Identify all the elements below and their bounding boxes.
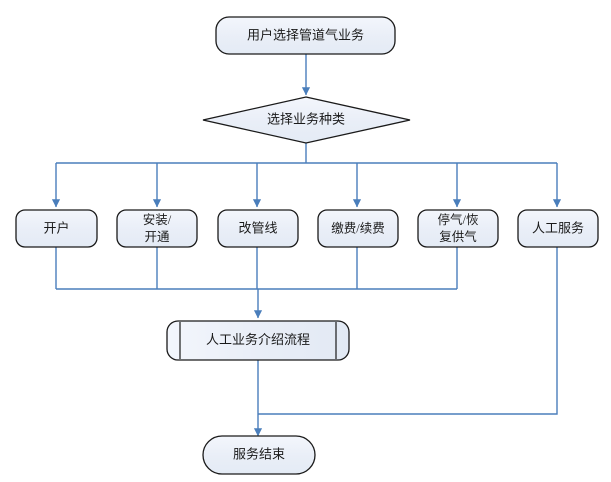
node-option-1-shape (15, 209, 98, 248)
node-option-4-shape (317, 209, 399, 248)
node-decision-label: 选择业务种类 (267, 111, 345, 126)
node-decision[interactable]: 选择业务种类 (202, 96, 411, 144)
node-option-4-label: 缴费/续费 (331, 220, 384, 235)
node-decision-shape (202, 96, 411, 144)
node-subprocess[interactable]: 人工业务介绍流程 (166, 320, 350, 361)
node-subprocess-shape (166, 320, 350, 361)
node-subprocess-label: 人工业务介绍流程 (206, 332, 310, 347)
node-option-6-shape (517, 209, 599, 248)
node-option-2-label-line2: 开通 (144, 230, 170, 244)
node-option-5-label-line2: 复供气 (439, 229, 477, 244)
node-end-label: 服务结束 (233, 446, 285, 461)
node-option-3-label: 改管线 (238, 220, 277, 235)
node-option-4[interactable]: 缴费/续费 (317, 209, 399, 248)
node-start-shape (215, 16, 396, 55)
node-end-shape (202, 435, 316, 475)
node-option-2[interactable]: 安装/ 开通 (116, 209, 198, 248)
node-option-5[interactable]: 停气/恢 复供气 (417, 209, 499, 248)
node-option-3[interactable]: 改管线 (217, 209, 299, 248)
edge-opt-6-to-end (258, 247, 558, 415)
node-option-2-shape (116, 209, 198, 248)
node-option-6[interactable]: 人工服务 (517, 209, 599, 248)
node-option-2-label-line1: 安装/ (143, 212, 172, 227)
node-option-5-shape (417, 209, 499, 248)
node-option-1-label: 开户 (43, 220, 69, 235)
node-option-6-label: 人工服务 (532, 220, 584, 235)
node-start-label: 用户选择管道气业务 (247, 27, 364, 42)
connector-layer (51, 54, 562, 437)
node-option-1[interactable]: 开户 (15, 209, 98, 248)
node-option-5-label-line1: 停气/恢 (438, 212, 479, 227)
node-option-3-shape (217, 209, 299, 248)
node-end[interactable]: 服务结束 (202, 435, 316, 475)
node-start[interactable]: 用户选择管道气业务 (215, 16, 396, 55)
